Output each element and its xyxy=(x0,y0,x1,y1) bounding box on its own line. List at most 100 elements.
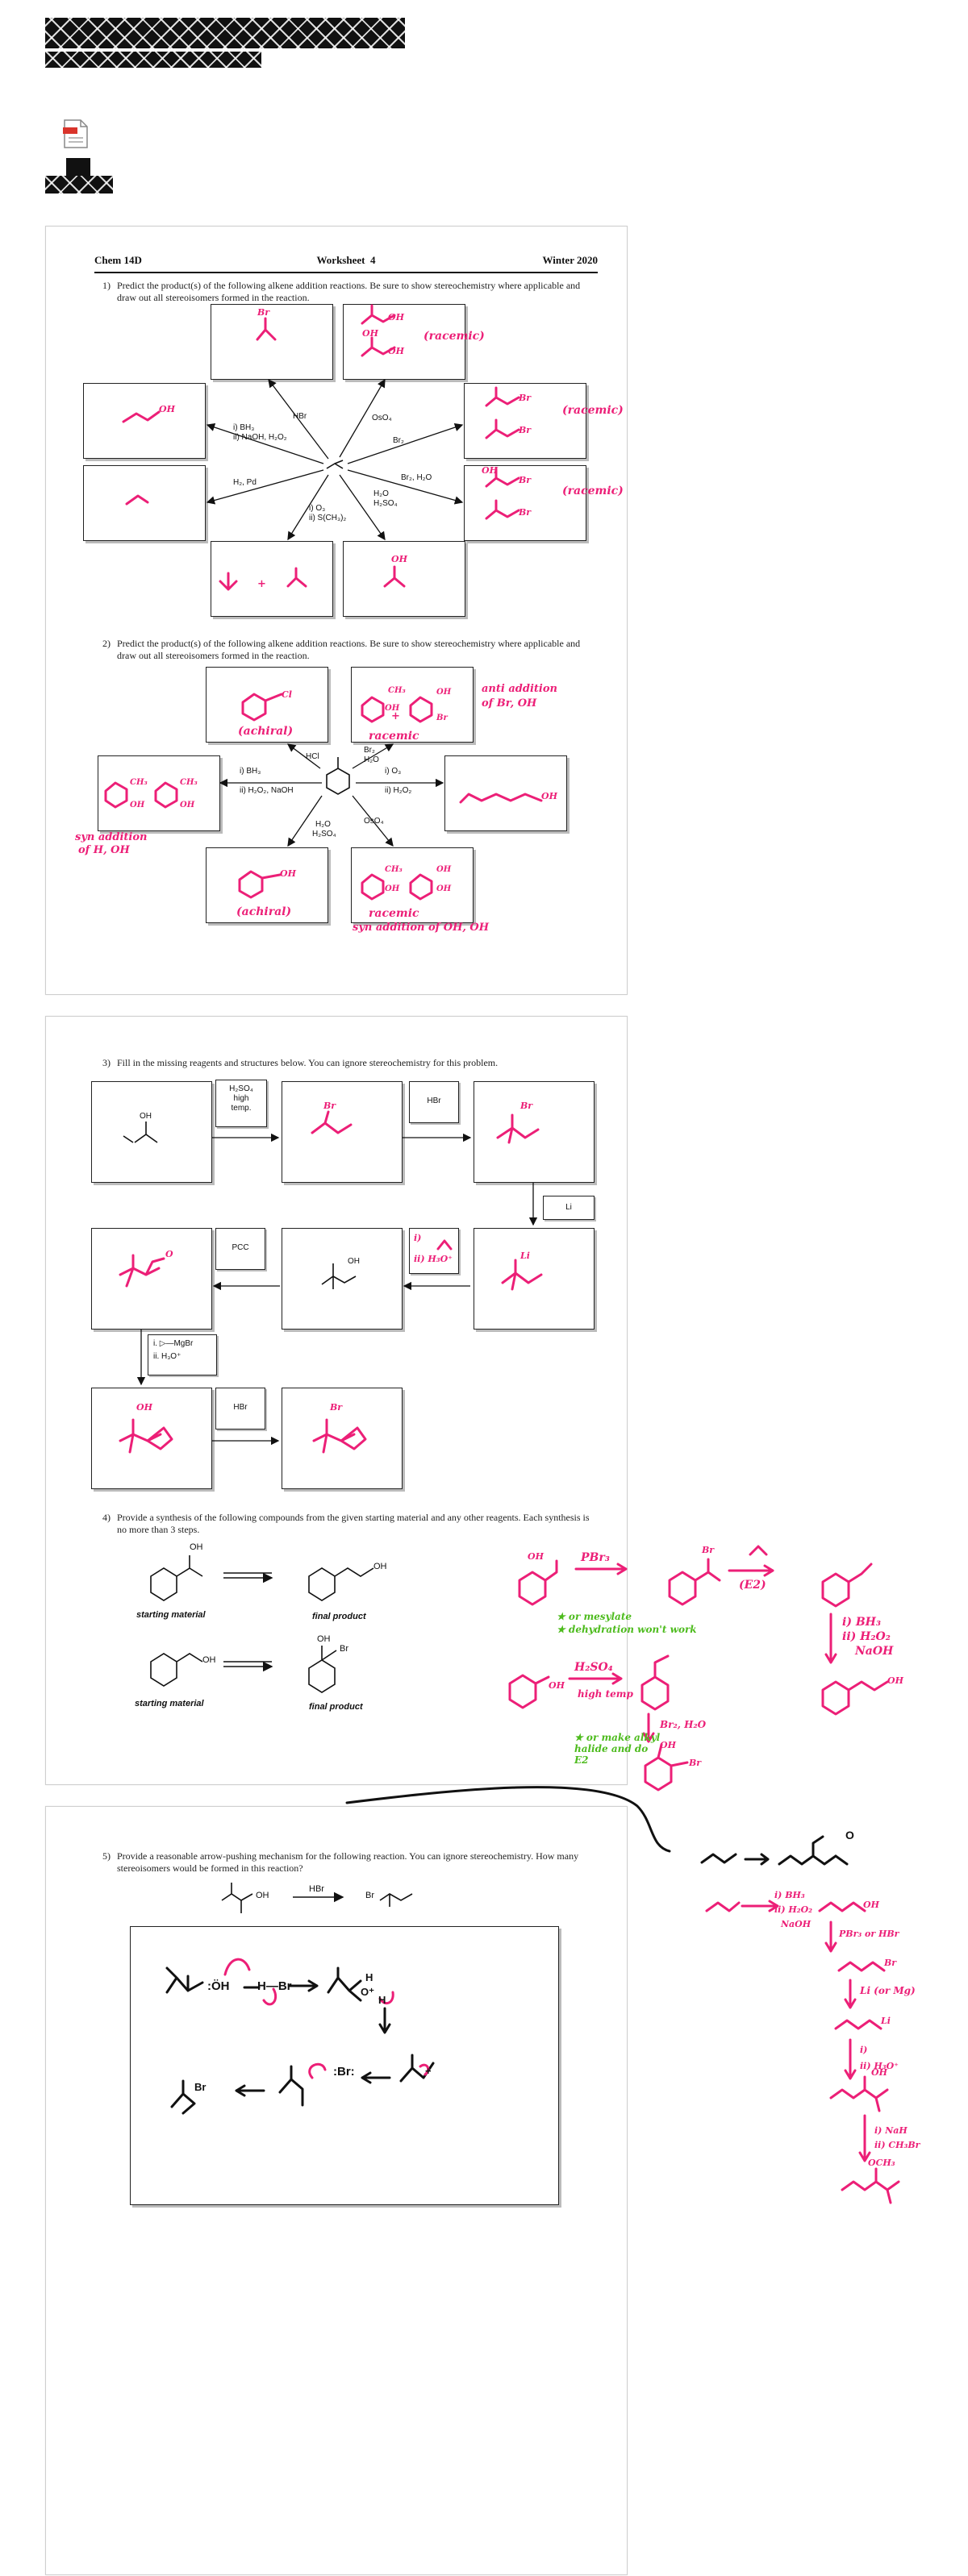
question-2: 2) Predict the product(s) of the followi… xyxy=(102,638,581,661)
q1-box-bh3-product[interactable] xyxy=(83,383,206,459)
worksheet-label: Worksheet xyxy=(316,254,365,266)
hw-racemic-3: (racemic) xyxy=(562,485,624,497)
hw-ii-h3o: ii) H₃O⁺ xyxy=(860,2061,899,2071)
hw-high-temp: high temp xyxy=(578,1688,633,1700)
worksheet-page-1: Chem 14D Worksheet 4 Winter 2020 1) Pred… xyxy=(45,226,628,995)
q1-box-o3-product[interactable] xyxy=(211,541,333,617)
q3-reagent-hbr[interactable]: HBr xyxy=(409,1081,459,1123)
worksheet-number: 4 xyxy=(369,254,376,266)
hw-racemic-5: racemic xyxy=(369,907,419,920)
q2-reagent-o3-1: i) O₃ xyxy=(385,767,402,776)
hw-pbr3: PBr₃ xyxy=(581,1551,610,1564)
hw-bh3-2: ii) H₂O₂ xyxy=(842,1630,891,1643)
q4-oh-1: OH xyxy=(190,1542,203,1552)
reagent-oso4: OsO₄ xyxy=(372,414,392,422)
hw-och3: OCH₃ xyxy=(868,2158,895,2168)
q3-reagent-grignard[interactable]: i. ▷—MgBr ii. H₃O⁺ xyxy=(148,1334,217,1375)
q3-box-ketone[interactable] xyxy=(91,1228,212,1330)
q1-box-h2o-product[interactable] xyxy=(343,541,465,617)
q2-methylcyclohexene xyxy=(326,757,350,795)
redacted-subtitle xyxy=(45,52,261,68)
q3-box-start-alcohol[interactable] xyxy=(91,1081,212,1183)
hw-racemic-2: (racemic) xyxy=(562,404,624,417)
q2-box-h2o-product[interactable] xyxy=(206,847,328,923)
reagent-br2h2o: Br₂, H₂O xyxy=(401,473,432,482)
q3-reagent-li[interactable]: Li xyxy=(543,1196,595,1220)
q5-mechanism-drawing xyxy=(165,1958,435,2115)
hw-green-3: ★ or make alkyl halide and do E2 xyxy=(574,1732,661,1766)
q5-mechanism-box[interactable] xyxy=(130,1926,559,2205)
question-5: 5) Provide a reasonable arrow-pushing me… xyxy=(102,1850,579,1874)
q4-starting-material-1: starting material xyxy=(136,1610,206,1620)
q5-overall-reaction xyxy=(221,1883,413,1913)
question-1: 1) Predict the product(s) of the followi… xyxy=(102,280,581,303)
q5-hbr: HBr xyxy=(309,1884,324,1894)
q4-oh-3: OH xyxy=(202,1655,216,1665)
hw-racemic-1: (racemic) xyxy=(424,330,485,343)
q3-box-alkene[interactable] xyxy=(282,1081,403,1183)
q2-reagent-o3-2: ii) H₂O₂ xyxy=(385,786,412,795)
q2-box-o3-product[interactable] xyxy=(444,755,567,831)
hw-syn-addition-oh: syn addition of OH, OH xyxy=(353,922,490,934)
reagent-br2: Br₂ xyxy=(393,436,404,445)
question-3: 3) Fill in the missing reagents and stru… xyxy=(102,1057,499,1068)
reagent-bh3-2: ii) NaOH, H₂O₂ xyxy=(233,433,287,442)
worksheet-page-2: 3) Fill in the missing reagents and stru… xyxy=(45,1016,628,1785)
q2-reagent-h2o: H₂O xyxy=(364,755,379,764)
q1-box-br2-product[interactable] xyxy=(464,383,586,459)
q2-box-hcl-product[interactable] xyxy=(206,667,328,743)
hw-syn-addition: syn addition xyxy=(75,831,148,843)
q2-box-oso4-product[interactable] xyxy=(351,847,474,923)
q2-reagent-br2: Br₂ xyxy=(364,746,375,755)
q3-reagent-h2so4[interactable]: H₂SO₄ high temp. xyxy=(215,1080,267,1127)
hw-racemic-4: racemic xyxy=(369,730,419,743)
pdf-file-icon[interactable] xyxy=(63,119,89,148)
hw-bh3-1: i) BH₃ xyxy=(842,1616,882,1629)
q1-propene xyxy=(326,460,344,469)
reagent-h2o: H₂O xyxy=(373,489,389,498)
q2-handwritten-structures xyxy=(104,693,543,901)
hw-achiral-1: (achiral) xyxy=(238,725,294,738)
q2-box-bh3-product[interactable] xyxy=(98,755,220,831)
q3-reagent-hbr-2[interactable]: HBr xyxy=(215,1388,265,1429)
reagent-o3-2: ii) S(CH₃)₂ xyxy=(309,514,347,522)
redacted-filename xyxy=(45,176,113,194)
q4-br: Br xyxy=(340,1644,348,1654)
q4-final-product-2: final product xyxy=(309,1702,363,1712)
reagent-hbr: HBr xyxy=(293,412,307,421)
hw-ch3br: ii) CH₃Br xyxy=(874,2140,920,2150)
q3-box-cyclopropyl-bromide[interactable] xyxy=(282,1388,403,1489)
q3-arrows-and-structures xyxy=(119,1110,543,1454)
q1-reaction-arrows xyxy=(206,378,464,541)
hw-green-2: ★ dehydration won't work xyxy=(557,1624,697,1635)
page-header: Chem 14D Worksheet 4 Winter 2020 xyxy=(94,254,598,273)
hw-pbr3-hbr: PBr₃ or HBr xyxy=(839,1929,899,1939)
reagent-o3-1: i) O₃ xyxy=(309,504,326,513)
q4-starting-material-2: starting material xyxy=(135,1699,204,1708)
q4-final-product-1: final product xyxy=(312,1612,366,1621)
hw-green-1: ★ or mesylate xyxy=(557,1611,632,1622)
q4-synthesis-structures xyxy=(150,1555,374,1693)
hw-of-br-oh: of Br, OH xyxy=(482,697,537,710)
q3-oh-label: OH xyxy=(140,1112,152,1121)
redacted-avatar xyxy=(66,158,90,176)
q3-box-tertiary-alcohol[interactable] xyxy=(282,1228,403,1330)
q1-box-h2pd-product[interactable] xyxy=(83,465,206,541)
q1-box-oso4-product[interactable] xyxy=(343,304,465,380)
q1-box-br2h2o-product[interactable] xyxy=(464,465,586,541)
q2-reagent-h2o-2: H₂O xyxy=(315,820,331,829)
q1-handwritten-structures xyxy=(122,304,520,591)
hw-anti-addition: anti addition xyxy=(482,683,557,695)
q5-oh: OH xyxy=(256,1891,269,1900)
question-4: 4) Provide a synthesis of the following … xyxy=(102,1512,590,1535)
hw-li-mg: Li (or Mg) xyxy=(860,1985,916,1996)
q2-reaction-arrows xyxy=(219,743,444,847)
q2-reagent-hcl: HCl xyxy=(306,752,319,761)
q3-box-cyclopropyl-alcohol[interactable] xyxy=(91,1388,212,1489)
term: Winter 2020 xyxy=(542,254,599,266)
hw-of-h-oh: of H, OH xyxy=(78,844,130,856)
q3-reagent-aldehyde[interactable] xyxy=(409,1228,459,1274)
q3-reagent-pcc[interactable]: PCC xyxy=(215,1228,265,1270)
q2-reagent-oso4: OsO₄ xyxy=(364,817,384,826)
